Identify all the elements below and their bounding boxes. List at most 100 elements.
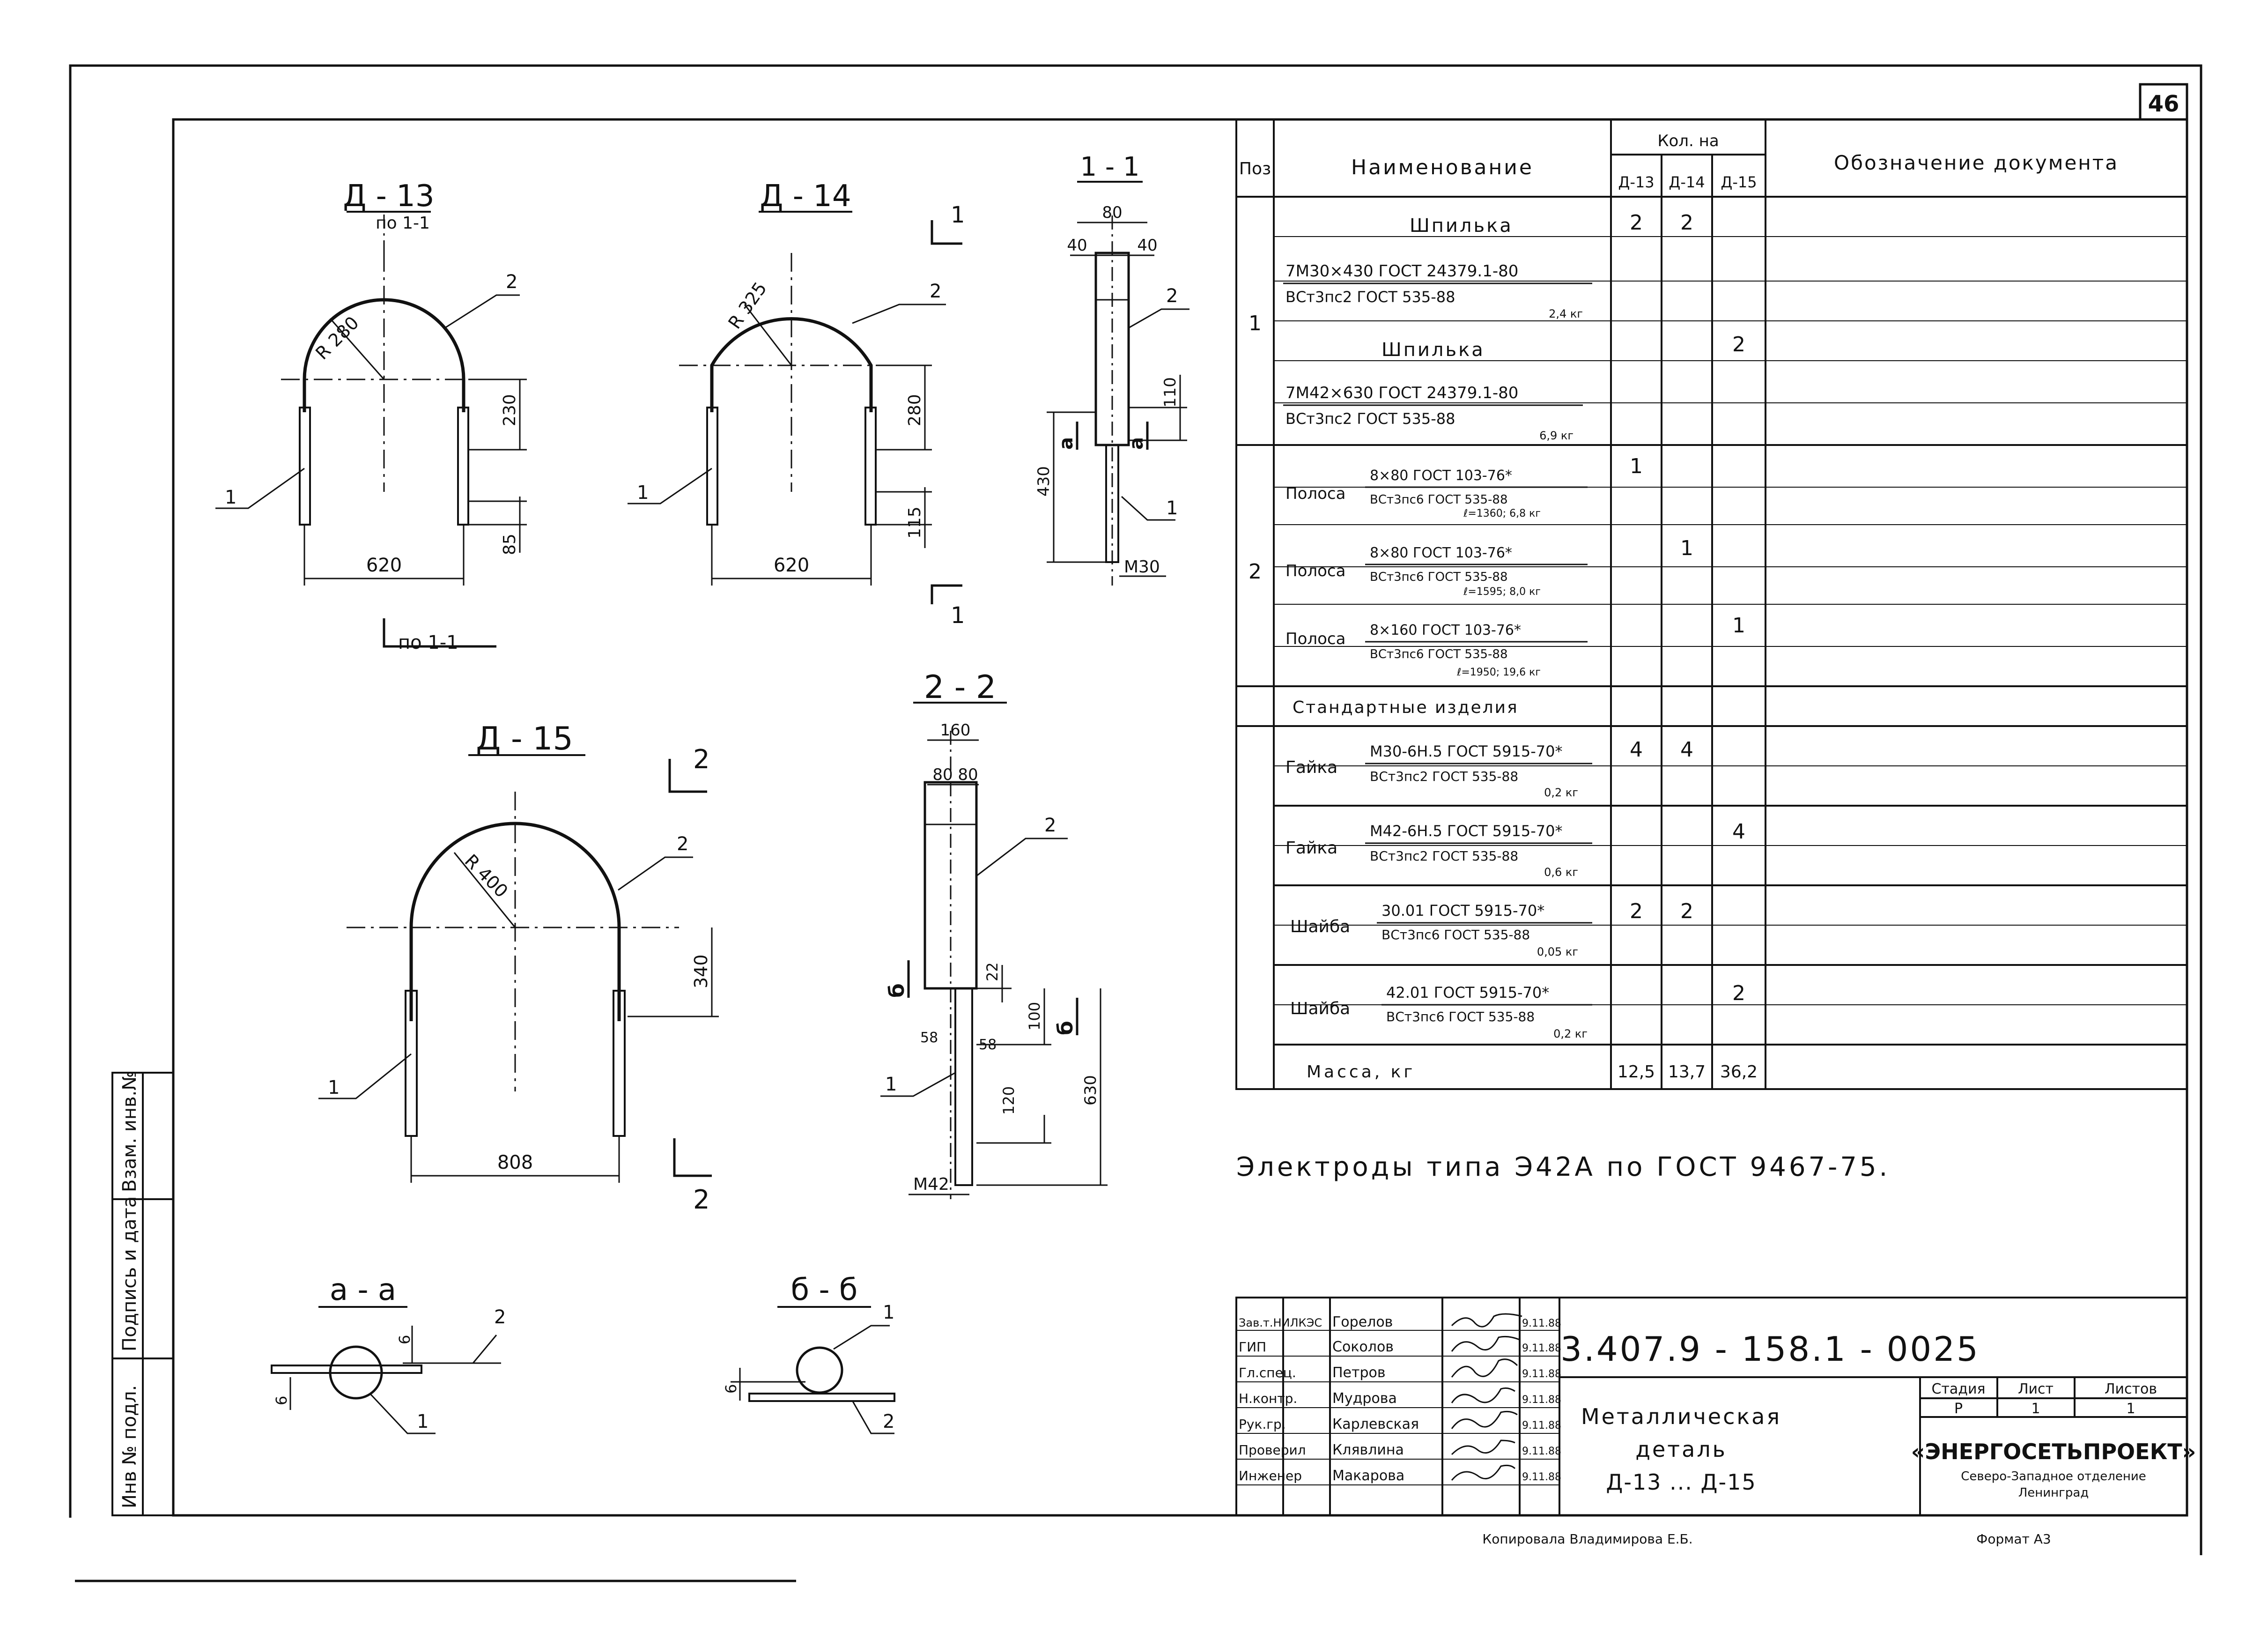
signer-role: Гл.спец. [1239, 1365, 1296, 1380]
sbb-callout-2: 2 [883, 1411, 894, 1432]
spec-row: Полоса 8×80 ГОСТ 103-76* ВСт3пс6 ГОСТ 53… [1285, 454, 1643, 519]
signer-name: Карлевская [1332, 1416, 1419, 1432]
signer-role: ГИП [1239, 1339, 1266, 1355]
spec-row-title: Гайка [1285, 838, 1337, 858]
sheet-format: Формат А3 [1976, 1531, 2051, 1547]
s22-callout-2: 2 [1044, 815, 1056, 836]
drawing-d14: Д - 14 R 325 620 280 115 1 2 1 1 [628, 179, 965, 629]
signer-date: 9.11.88 [1522, 1368, 1561, 1380]
signer-date: 9.11.88 [1522, 1471, 1561, 1483]
spec-mass-d15: 36,2 [1720, 1062, 1758, 1082]
signer-row: Инженер Макарова 9.11.88 [1239, 1468, 1561, 1484]
spec-row: Шпилька 7М42×630 ГОСТ 24379.1-80 ВСт3пс2… [1283, 333, 1745, 442]
side-stamp [111, 1072, 174, 1516]
copied-by: Копировала Владимирова Е.Б. [1482, 1531, 1692, 1547]
spec-row: Шайба 42.01 ГОСТ 5915-70* ВСт3пс6 ГОСТ 5… [1290, 981, 1745, 1040]
spec-mass-d13: 12,5 [1618, 1062, 1655, 1082]
signer-row: Н.контр. Мудрова 9.11.88 [1239, 1390, 1561, 1407]
d15-section-bottom: 2 [693, 1185, 710, 1215]
d13-section-label: по 1-1 [398, 632, 458, 653]
spec-row-line1: М30-6Н.5 ГОСТ 5915-70* [1370, 742, 1562, 760]
spec-row-q-d14: 2 [1680, 899, 1693, 923]
s11-h1: 110 [1161, 377, 1180, 408]
signer-name: Клявлина [1332, 1442, 1404, 1458]
spec-row-mass: 0,6 кг [1544, 866, 1578, 879]
spec-row-line2: ВСт3пс2 ГОСТ 535-88 [1370, 769, 1518, 784]
d13-dim-a: 230 [500, 394, 519, 426]
spec-row-q-d14: 2 [1680, 211, 1693, 235]
spec-row-mass: ℓ=1595; 8,0 кг [1463, 586, 1541, 598]
title-line-1: Металлическая [1581, 1404, 1781, 1429]
spec-row-line1: 7М30×430 ГОСТ 24379.1-80 [1285, 262, 1518, 281]
side-stamp-vzam: Взам. инв.№ [119, 1071, 140, 1192]
spec-row-line1: 7М42×630 ГОСТ 24379.1-80 [1285, 384, 1518, 402]
spec-pos-1: 1 [1249, 312, 1262, 335]
spec-row-mass: 0,2 кг [1544, 786, 1578, 799]
spec-row-mass: 2,4 кг [1549, 307, 1583, 320]
spec-row-q-d15: 2 [1732, 981, 1745, 1005]
sheet-value: 1 [2031, 1401, 2040, 1417]
spec-row-q-d15: 4 [1732, 820, 1745, 844]
spec-row: Полоса 8×160 ГОСТ 103-76* ВСт3пс6 ГОСТ 5… [1285, 614, 1745, 678]
saa-weld-top: 6 [396, 1335, 414, 1344]
d14-callout-2: 2 [930, 281, 941, 302]
s11-thread: М30 [1124, 557, 1160, 577]
organization-branch: Северо-Западное отделение [1961, 1469, 2146, 1484]
d13-callout-1: 1 [225, 487, 236, 508]
spec-row-line2: ВСт3пс2 ГОСТ 535-88 [1370, 848, 1518, 864]
s22-callout-1: 1 [885, 1074, 897, 1095]
spec-row-q-d13: 1 [1630, 454, 1643, 478]
spec-row-mass: 0,05 кг [1537, 945, 1578, 958]
spec-row-line2: ВСт3пс2 ГОСТ 535-88 [1285, 288, 1455, 306]
s22-title: 2 - 2 [924, 669, 996, 706]
title-line-3: Д-13 ... Д-15 [1606, 1469, 1756, 1495]
d13-width: 620 [366, 555, 402, 576]
spec-row-title: Шайба [1290, 917, 1350, 936]
spec-row-title: Шпилька [1381, 339, 1485, 361]
spec-header-doc: Обозначение документа [1834, 151, 2119, 174]
signer-role: Н.контр. [1239, 1391, 1297, 1406]
section-b-b: б - б 6 1 2 [722, 1273, 895, 1434]
d13-radius: R 280 [311, 312, 363, 364]
signer-name: Соколов [1332, 1339, 1394, 1355]
spec-row-mass: ℓ=1950; 19,6 кг [1456, 667, 1541, 678]
signer-row: Зав.т.НИЛКЭС Горелов 9.11.88 [1239, 1314, 1561, 1330]
title-block-rows [1236, 1330, 1559, 1485]
spec-row: Гайка М42-6Н.5 ГОСТ 5915-70* ВСт3пс2 ГОС… [1285, 820, 1745, 879]
s22-thread: М42 [913, 1175, 949, 1194]
s11-marker-left: а [1056, 437, 1077, 450]
s22-d3: 120 [1000, 1086, 1018, 1115]
spec-row-mass: 6,9 кг [1539, 429, 1574, 442]
spec-row-q-d14: 4 [1680, 738, 1693, 762]
spec-row: Гайка М30-6Н.5 ГОСТ 5915-70* ВСт3пс2 ГОС… [1285, 738, 1693, 799]
d15-width: 808 [497, 1152, 533, 1173]
spec-row-title: Шпилька [1410, 215, 1513, 237]
s22-top: 160 [940, 721, 971, 740]
s22-w1: 58 [920, 1030, 938, 1046]
spec-row-title: Шайба [1290, 999, 1350, 1018]
d15-radius: R 400 [461, 850, 512, 902]
s22-d1: 22 [983, 962, 1001, 981]
spec-row-line1: 8×160 ГОСТ 103-76* [1370, 622, 1521, 638]
s11-top: 80 [1102, 203, 1122, 222]
spec-row-line2: ВСт3пс6 ГОСТ 535-88 [1370, 647, 1508, 661]
spec-row-q-d13: 2 [1630, 899, 1643, 923]
spec-row-title: Полоса [1285, 484, 1345, 503]
spec-row-line1: М42-6Н.5 ГОСТ 5915-70* [1370, 822, 1562, 840]
sheets-label: Листов [2105, 1381, 2157, 1397]
side-stamp-sign: Подпись и дата [119, 1196, 140, 1351]
signer-role: Рук.гр. [1239, 1417, 1286, 1432]
signer-row: Гл.спец. Петров 9.11.88 [1239, 1365, 1561, 1381]
title-block-grid [1235, 1297, 2188, 1516]
spec-row-q-d14: 1 [1680, 536, 1693, 560]
spec-row-title: Полоса [1285, 630, 1345, 648]
organization-city: Ленинград [2018, 1486, 2089, 1500]
stage-label: Стадия [1931, 1381, 1985, 1397]
s22-marker-left: б [885, 983, 909, 998]
spec-row: Шайба 30.01 ГОСТ 5915-70* ВСт3пс6 ГОСТ 5… [1290, 899, 1693, 958]
signer-name: Макарова [1332, 1468, 1404, 1484]
spec-header-qty: Кол. на [1657, 132, 1719, 150]
spec-qty-col-d14: Д-14 [1669, 173, 1705, 191]
spec-qty-col-d15: Д-15 [1721, 173, 1757, 191]
